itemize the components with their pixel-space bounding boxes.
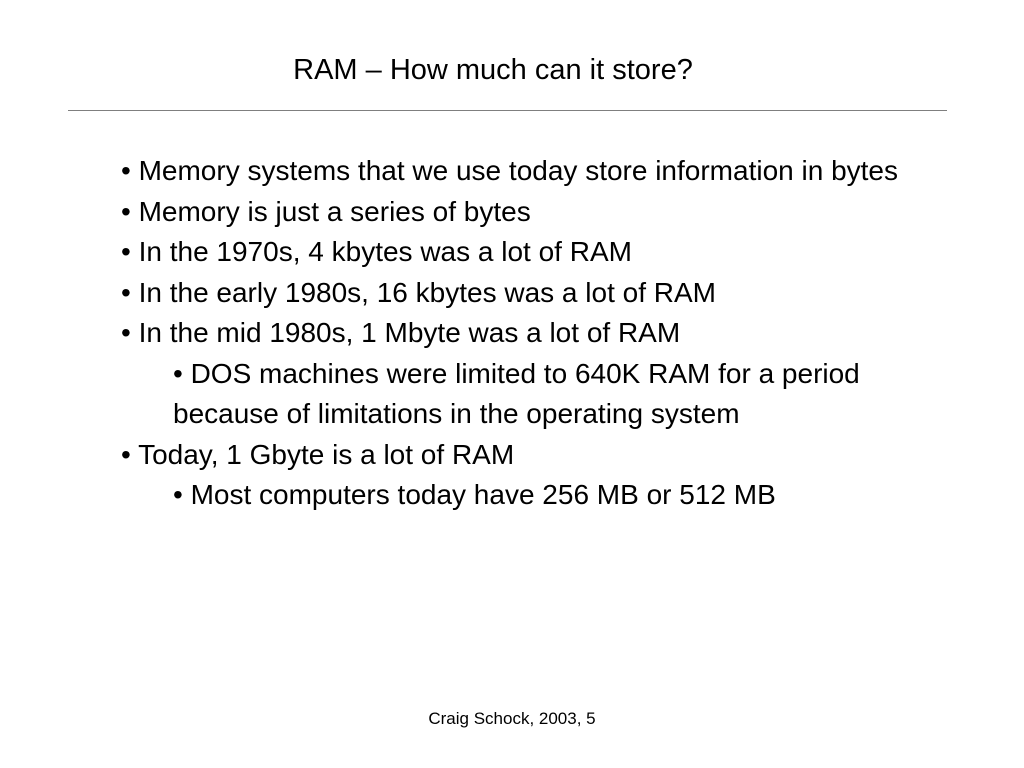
bullet-item: • In the mid 1980s, 1 Mbyte was a lot of… xyxy=(121,317,681,348)
slide-title: RAM – How much can it store? xyxy=(293,54,693,86)
title-divider xyxy=(68,110,947,111)
bullet-item: • In the 1970s, 4 kbytes was a lot of RA… xyxy=(121,236,632,267)
slide-footer: Craig Schock, 2003, 5 xyxy=(428,709,596,728)
sub-bullet-item: • Most computers today have 256 MB or 51… xyxy=(173,479,776,510)
bullet-item: • In the early 1980s, 16 kbytes was a lo… xyxy=(121,276,716,308)
bullet-item: • Memory systems that we use today store… xyxy=(121,155,898,186)
bullet-item: • Memory is just a series of bytes xyxy=(121,195,531,227)
sub-bullet-item: • DOS machines were limited to 640K RAM … xyxy=(173,357,860,430)
bullet-item: • Today, 1 Gbyte is a lot of RAM xyxy=(121,438,515,470)
bullet-list: • Memory systems that we use today store… xyxy=(121,151,921,516)
